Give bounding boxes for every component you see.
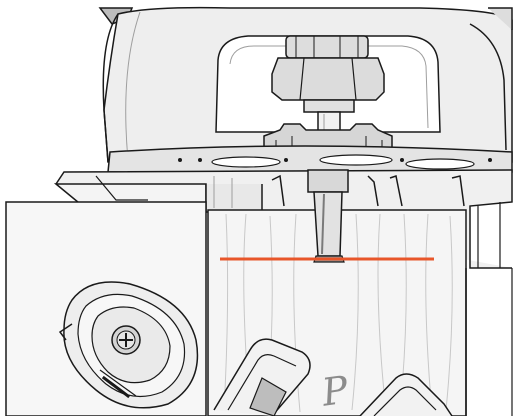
left-clamp-arm [213, 338, 311, 416]
right-clamp-arm [359, 373, 453, 416]
router-base-plate [107, 145, 513, 173]
adjustment-knob [58, 281, 199, 409]
collet-nut [271, 35, 385, 113]
